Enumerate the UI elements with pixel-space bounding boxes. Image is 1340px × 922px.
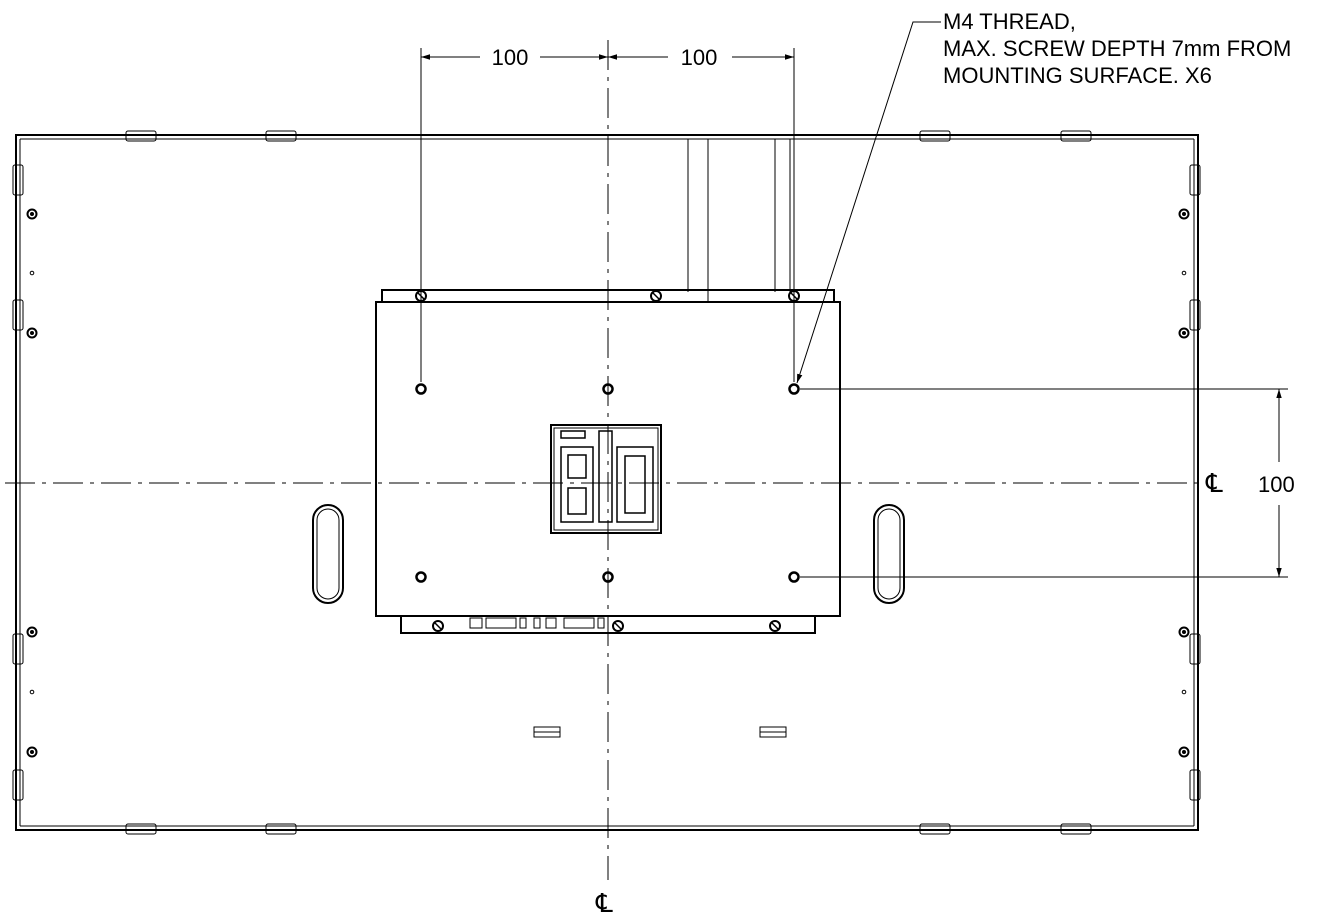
side-clips xyxy=(12,164,1201,801)
note-line-3: MOUNTING SURFACE. X6 xyxy=(943,63,1212,88)
note-line-1: M4 THREAD, xyxy=(943,9,1076,34)
dimension-top-right: 100 xyxy=(681,45,718,70)
top-dimension xyxy=(420,48,795,382)
elo-logo: elo xyxy=(550,424,662,534)
note-line-2: MAX. SCREW DEPTH 7mm FROM xyxy=(943,36,1291,61)
dimension-right-vertical: 100 xyxy=(1258,472,1295,497)
bottom-clips xyxy=(125,823,1092,835)
centerline-symbol-horizontal: ℄ xyxy=(1205,469,1223,499)
right-dimension xyxy=(800,388,1288,578)
dimension-top-left: 100 xyxy=(492,45,529,70)
cable-channel xyxy=(687,139,791,302)
logo-text: elo xyxy=(606,525,608,527)
centerline-symbol-vertical: ℄ xyxy=(595,889,613,919)
perimeter-screws xyxy=(26,208,1190,758)
lower-tabs xyxy=(533,726,787,738)
thread-leader xyxy=(796,21,941,384)
top-clips xyxy=(125,130,1092,142)
centerlines xyxy=(5,40,1200,880)
vesa-holes xyxy=(415,383,800,583)
handle-slots xyxy=(312,504,905,604)
